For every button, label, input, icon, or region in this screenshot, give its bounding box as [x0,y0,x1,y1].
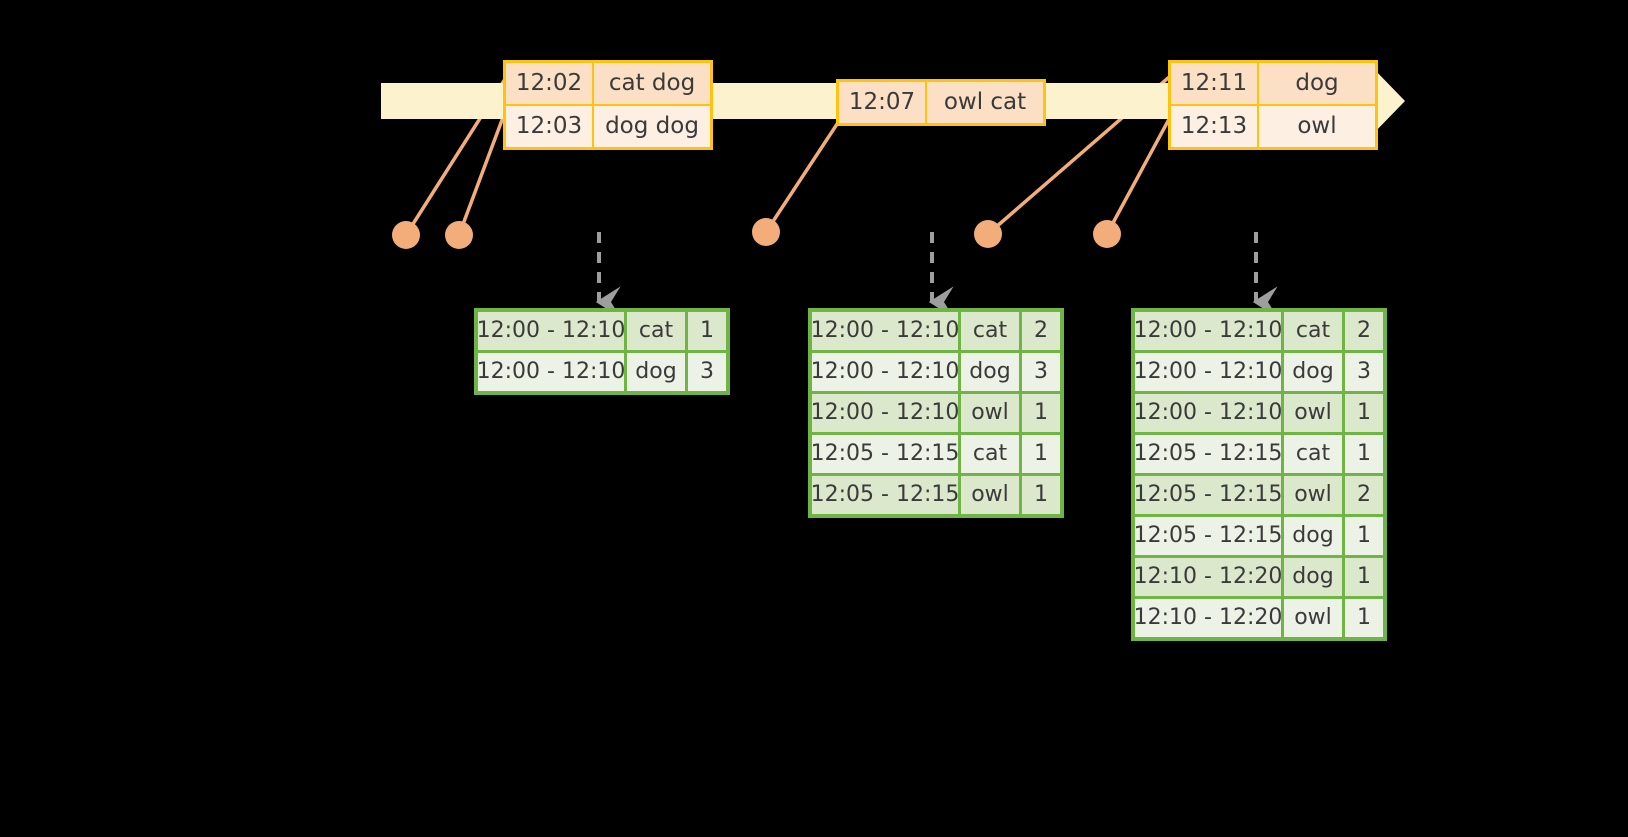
count-cell: 3 [1022,353,1060,391]
window-cell: 12:00 - 12:10 [477,353,625,391]
window-cell: 12:05 - 12:15 [1134,435,1282,473]
connector-dot-2 [445,221,473,249]
count-cell: 2 [1345,476,1383,514]
window-cell: 12:00 - 12:10 [1134,353,1282,391]
connector-dot-4 [974,220,1002,248]
event-row: 12:13 owl [1171,106,1375,147]
event-time: 12:13 [1171,106,1257,147]
key-cell: dog [1284,353,1342,391]
table-row: 12:10 - 12:20 dog 1 [1134,558,1383,596]
table-row: 12:05 - 12:15 cat 1 [811,435,1060,473]
key-cell: owl [1284,476,1342,514]
event-value: cat dog [594,63,710,104]
event-time: 12:07 [839,82,925,123]
connector-line-2 [457,103,510,236]
event-row: 12:03 dog dog [506,106,710,147]
table-row: 12:05 - 12:15 owl 1 [811,476,1060,514]
event-value: owl [1259,106,1375,147]
count-cell: 1 [1345,517,1383,555]
key-cell: owl [1284,394,1342,432]
connector-line-3 [764,111,847,233]
window-cell: 12:00 - 12:10 [811,353,959,391]
count-cell: 3 [688,353,726,391]
key-cell: dog [961,353,1019,391]
event-time: 12:03 [506,106,592,147]
count-cell: 1 [688,312,726,350]
event-group-1: 12:02 cat dog 12:03 dog dog [503,60,713,150]
connector-dot-5 [1093,220,1121,248]
table-row: 12:00 - 12:10 dog 3 [1134,353,1383,391]
count-cell: 1 [1345,599,1383,637]
table-row: 12:05 - 12:15 owl 2 [1134,476,1383,514]
table-row: 12:00 - 12:10 cat 2 [1134,312,1383,350]
event-time: 12:11 [1171,63,1257,104]
table-row: 12:05 - 12:15 dog 1 [1134,517,1383,555]
window-cell: 12:00 - 12:10 [811,394,959,432]
table-row: 12:00 - 12:10 dog 3 [477,353,726,391]
window-cell: 12:05 - 12:15 [811,435,959,473]
count-cell: 2 [1345,312,1383,350]
count-cell: 1 [1345,435,1383,473]
event-row: 12:11 dog [1171,63,1375,104]
table-row: 12:00 - 12:10 cat 1 [477,312,726,350]
event-value: dog dog [594,106,710,147]
key-cell: owl [961,476,1019,514]
count-cell: 1 [1022,394,1060,432]
key-cell: owl [1284,599,1342,637]
connector-line-5 [1105,109,1176,235]
table-row: 12:10 - 12:20 owl 1 [1134,599,1383,637]
window-cell: 12:00 - 12:10 [1134,394,1282,432]
event-group-3: 12:11 dog 12:13 owl [1168,60,1378,150]
key-cell: dog [1284,517,1342,555]
aggregate-table-2: 12:00 - 12:10 cat 2 12:00 - 12:10 dog 3 … [808,308,1064,518]
aggregate-table-3: 12:00 - 12:10 cat 2 12:00 - 12:10 dog 3 … [1131,308,1387,641]
count-cell: 1 [1022,476,1060,514]
window-cell: 12:05 - 12:15 [1134,517,1282,555]
aggregate-table-1: 12:00 - 12:10 cat 1 12:00 - 12:10 dog 3 [474,308,730,395]
window-cell: 12:05 - 12:15 [811,476,959,514]
key-cell: dog [1284,558,1342,596]
key-cell: owl [961,394,1019,432]
window-cell: 12:10 - 12:20 [1134,599,1282,637]
event-value: owl cat [927,82,1043,123]
event-row: 12:02 cat dog [506,63,710,104]
event-row: 12:07 owl cat [839,82,1043,123]
key-cell: cat [627,312,685,350]
window-cell: 12:00 - 12:10 [811,312,959,350]
table-row: 12:00 - 12:10 cat 2 [811,312,1060,350]
count-cell: 2 [1022,312,1060,350]
event-value: dog [1259,63,1375,104]
event-time: 12:02 [506,63,592,104]
count-cell: 1 [1345,394,1383,432]
key-cell: cat [1284,435,1342,473]
key-cell: cat [1284,312,1342,350]
connector-line-1 [404,67,514,236]
table-row: 12:00 - 12:10 owl 1 [1134,394,1383,432]
key-cell: cat [961,312,1019,350]
table-row: 12:00 - 12:10 owl 1 [811,394,1060,432]
window-cell: 12:10 - 12:20 [1134,558,1282,596]
count-cell: 1 [1022,435,1060,473]
count-cell: 3 [1345,353,1383,391]
key-cell: cat [961,435,1019,473]
window-cell: 12:00 - 12:10 [477,312,625,350]
event-group-2: 12:07 owl cat [836,79,1046,126]
count-cell: 1 [1345,558,1383,596]
connector-dot-3 [752,218,780,246]
table-row: 12:05 - 12:15 cat 1 [1134,435,1383,473]
table-row: 12:00 - 12:10 dog 3 [811,353,1060,391]
window-cell: 12:00 - 12:10 [1134,312,1282,350]
window-cell: 12:05 - 12:15 [1134,476,1282,514]
connector-dot-1 [392,221,420,249]
key-cell: dog [627,353,685,391]
